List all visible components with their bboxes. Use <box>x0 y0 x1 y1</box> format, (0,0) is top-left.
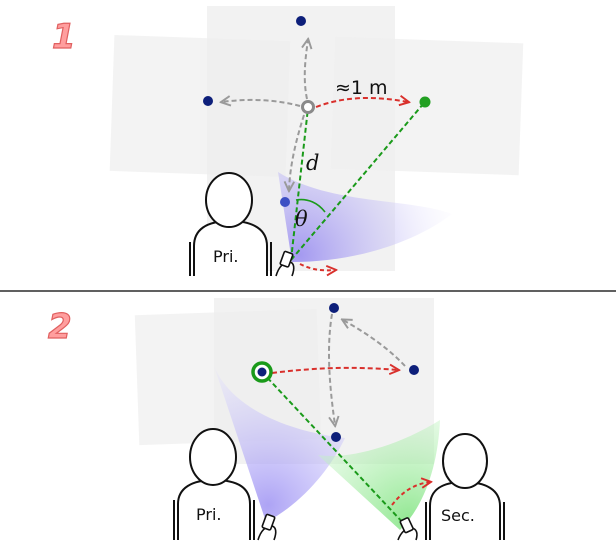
field-of-view-cone <box>278 172 452 262</box>
secondary-phone-motion-arrow <box>391 482 430 506</box>
arrow-to-target-2 <box>271 368 398 373</box>
secondary-label: Sec. <box>441 506 475 525</box>
panel-number-2: 2 <box>48 307 72 347</box>
arrow-to-target <box>315 98 408 108</box>
panel-number-1: 1 <box>52 17 76 57</box>
target-dot-top-2 <box>329 303 339 313</box>
primary-label: Pri. <box>213 247 238 266</box>
secondary-user <box>425 433 505 540</box>
selected-dot-2 <box>257 367 267 377</box>
arrow-up <box>305 40 308 100</box>
target-dot-left <box>203 96 213 106</box>
primary-user <box>189 172 272 276</box>
panel-1: ≈1 m d θ Pri. 1 <box>51 6 524 277</box>
hand-with-phone-icon <box>275 250 295 277</box>
secondary-head <box>442 433 488 489</box>
arrow-secondary-down <box>327 313 335 425</box>
primary-user-2 <box>173 428 255 540</box>
target-dot-right-2 <box>409 365 419 375</box>
user-head <box>205 172 253 228</box>
selected-target-dot <box>419 96 431 108</box>
secondary-hand-with-phone-icon <box>397 517 418 541</box>
phone-motion-arrow <box>299 263 335 270</box>
theta-label: θ <box>295 207 308 231</box>
primary-label-2: Pri. <box>196 505 221 524</box>
primary-fov-cone <box>214 366 345 522</box>
arrow-secondary-up <box>343 320 406 367</box>
panel-2: Pri. Sec. 2 <box>47 298 505 541</box>
secondary-fov-cone <box>318 420 440 530</box>
target-dot-bottom-2 <box>331 432 341 442</box>
user-head-2 <box>189 428 237 486</box>
gaze-ray <box>290 107 309 261</box>
distance-label: ≈1 m <box>335 77 388 99</box>
near-target-dot <box>280 197 290 207</box>
d-label: d <box>306 151 319 175</box>
target-dot-top <box>296 16 306 26</box>
angle-arc <box>295 198 326 213</box>
hand-with-phone-icon-2 <box>257 513 277 541</box>
secondary-ray <box>261 371 407 527</box>
origin-ring <box>301 100 315 114</box>
pointing-ray <box>290 102 425 261</box>
